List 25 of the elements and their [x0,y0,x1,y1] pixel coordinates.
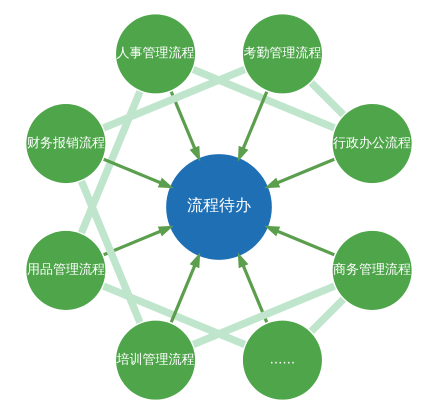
connector [191,66,336,131]
arrow [237,252,268,322]
node-circle: 考勤管理流程 [240,12,324,95]
node-circle: …… [240,318,324,402]
connector [102,66,246,131]
node-circle: 财务报销流程 [24,101,107,185]
connector [78,90,143,234]
node-circle: 培训管理流程 [113,318,197,402]
node-circle: 商务管理流程 [330,228,414,312]
connector [191,282,336,348]
arrow [264,225,334,256]
node-circle: 行政办公流程 [330,101,414,185]
node-circle: 人事管理流程 [113,12,197,95]
arrow [237,90,268,162]
connector [308,80,346,117]
arrow [264,157,334,188]
arrow [169,90,200,162]
connector [78,179,143,324]
arrow [102,157,174,188]
connector [102,282,246,348]
arrow [169,252,200,322]
arrow [102,225,174,256]
node-circle: 流程待办 [164,152,274,262]
connector [308,296,346,334]
node-circle: 用品管理流程 [24,228,107,312]
